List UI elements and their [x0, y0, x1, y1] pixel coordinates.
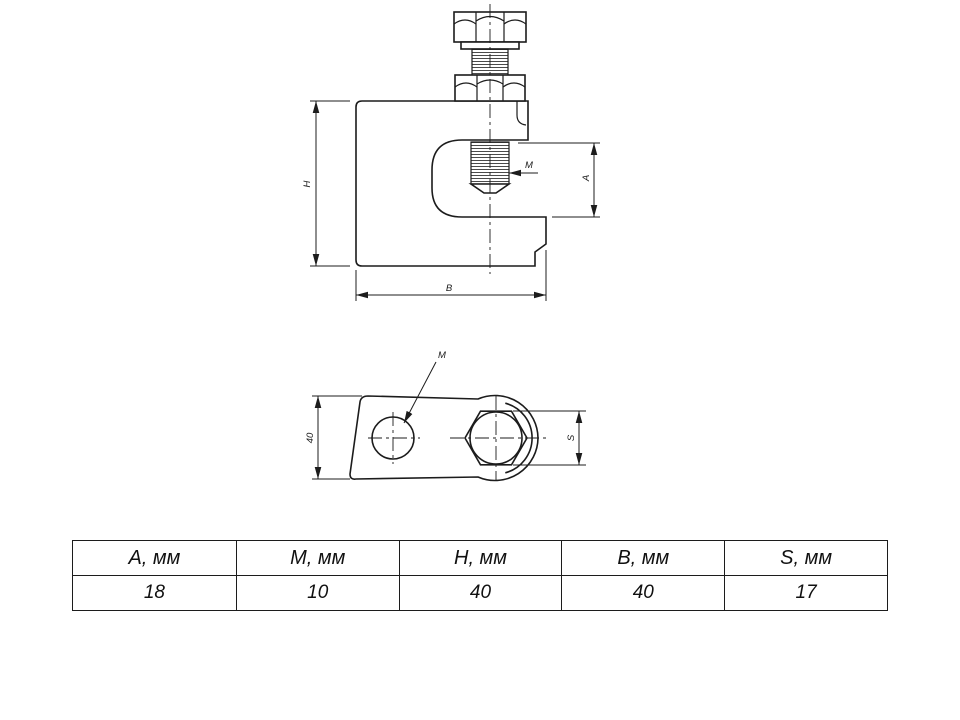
clamp-body	[355, 100, 547, 267]
dimension-a: A	[518, 142, 600, 218]
table-value-cell: 17	[724, 576, 887, 610]
nut-top-view	[450, 396, 548, 480]
dimension-b: B	[355, 250, 547, 301]
dim-label-a: A	[581, 175, 592, 182]
thread-label-front: M	[525, 160, 533, 171]
dimension-h: H	[302, 100, 350, 267]
table-header-cell: S, мм	[724, 541, 887, 575]
dim-label-b: B	[446, 283, 453, 294]
top-view: M 40 S	[305, 350, 586, 482]
table-header-row: A, мм M, мм H, мм B, мм S, мм	[73, 541, 887, 575]
table-value-cell: 40	[561, 576, 724, 610]
table-header-cell: B, мм	[561, 541, 724, 575]
dimension-40: 40	[305, 395, 362, 480]
table-value-row: 18 10 40 40 17	[73, 575, 887, 610]
clamp-technical-drawing: H B A M	[302, 4, 600, 482]
table-header-cell: M, мм	[235, 541, 399, 575]
table-value-cell: 40	[398, 576, 562, 610]
table-value-cell: 18	[143, 582, 165, 603]
dimension-s: S	[513, 410, 586, 466]
thread-callout-top: M	[403, 350, 446, 424]
table-header-cell: H, мм	[398, 541, 562, 575]
threaded-hole	[368, 412, 420, 464]
table-value-cell: 10	[235, 576, 399, 610]
dim-label-h: H	[302, 180, 313, 187]
dim-label-s: S	[566, 434, 577, 441]
clamp-slot-edge	[516, 101, 527, 126]
dimension-table: A, мм M, мм H, мм B, мм S, мм 18 10 40 4…	[72, 540, 888, 611]
dim-label-40: 40	[305, 432, 316, 443]
thread-label-top: M	[438, 350, 446, 361]
table-header-cell: A, мм	[128, 546, 181, 569]
front-view: H B A M	[302, 4, 600, 301]
thread-callout-front: M	[509, 160, 538, 177]
